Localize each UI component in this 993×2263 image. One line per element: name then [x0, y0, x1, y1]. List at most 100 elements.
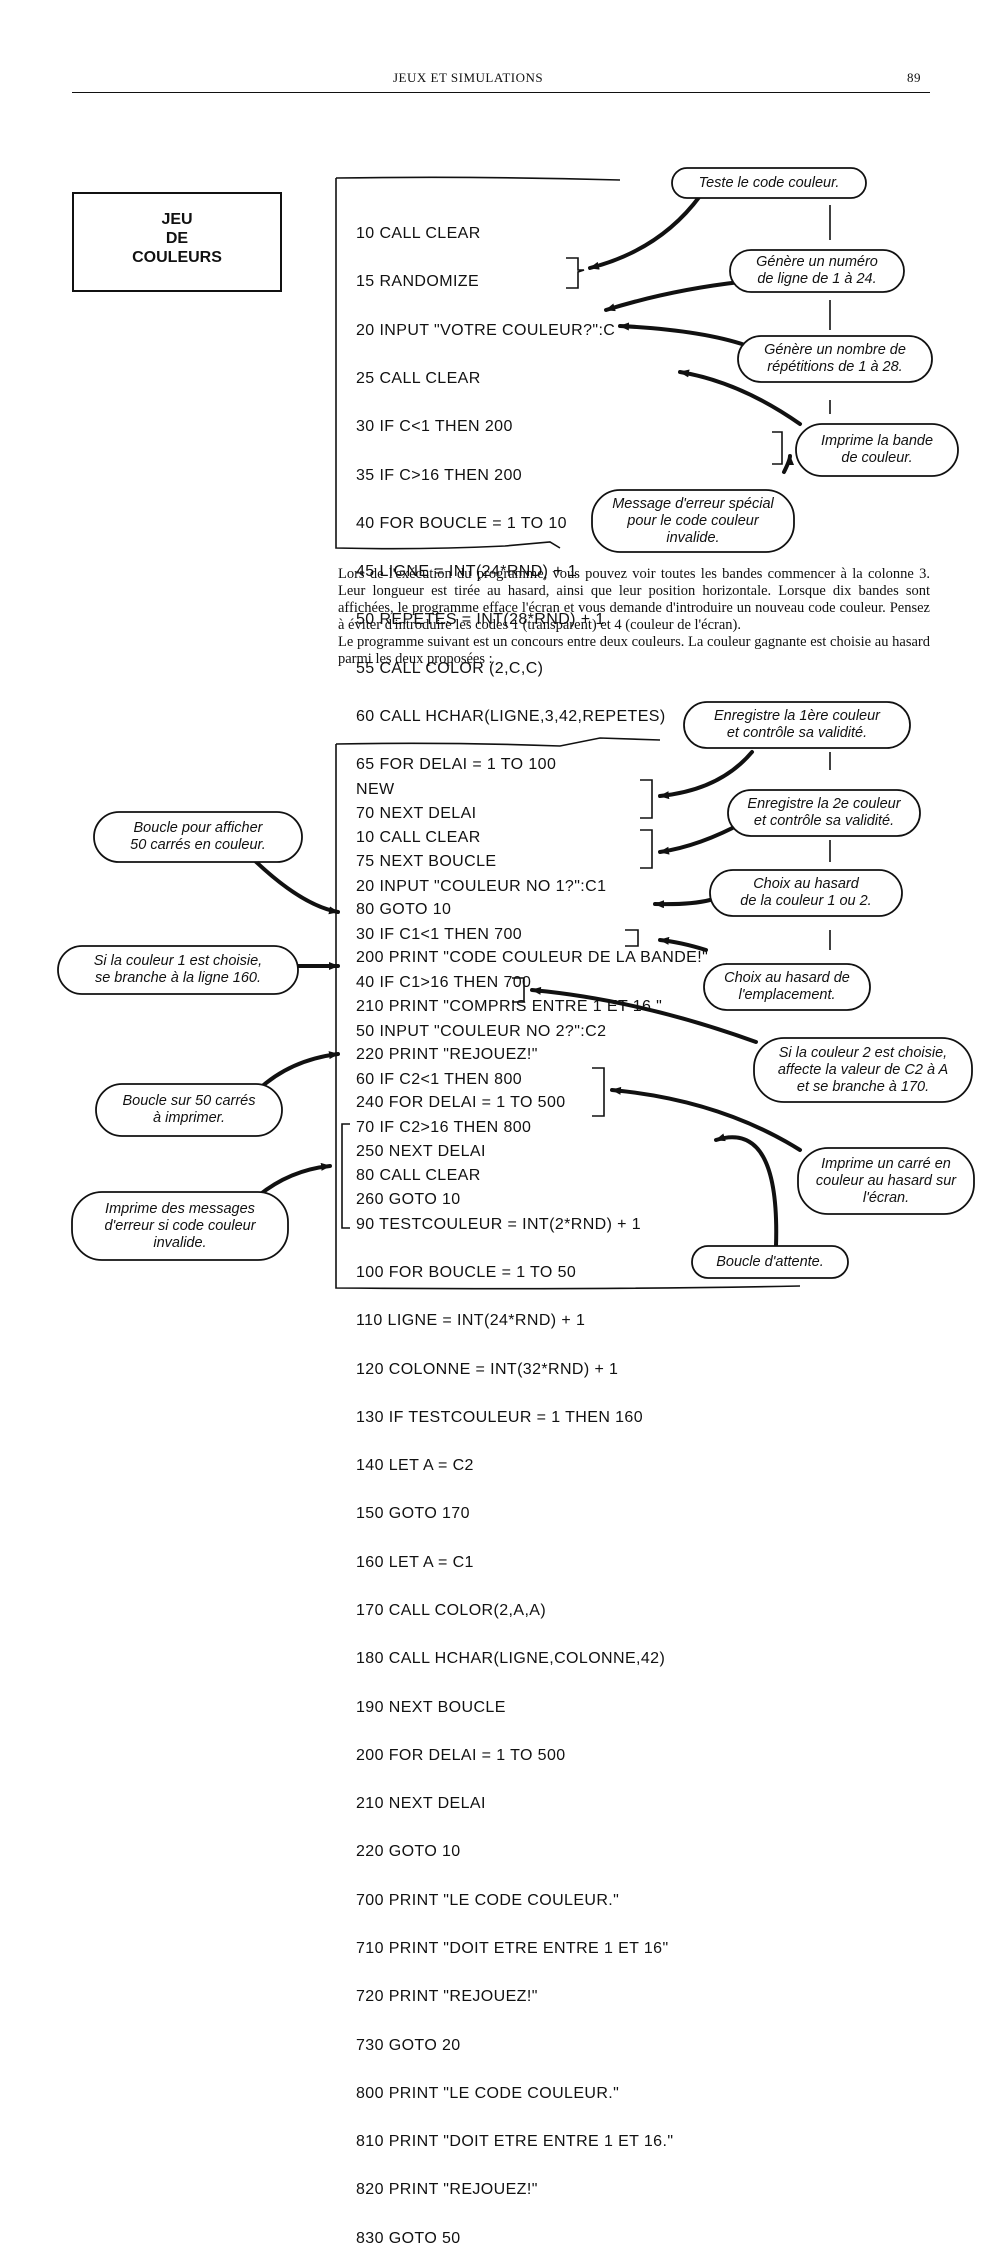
running-header: JEUX ET SIMULATIONS: [393, 70, 544, 85]
code-line: 15 RANDOMIZE: [356, 273, 480, 291]
paragraph: Le programme suivant est un concours ent…: [338, 634, 930, 667]
code-line: 200 FOR DELAI = 1 TO 500: [356, 1746, 566, 1764]
code-line: 25 CALL CLEAR: [356, 370, 481, 388]
annotation-text: Enregistre la 2e couleur: [747, 796, 901, 812]
annotation-text: Imprime la bande: [820, 433, 934, 449]
code-line: 55 CALL COLOR (2,C,C): [356, 659, 544, 677]
program-listing-1: 10 CALL CLEAR 15 RANDOMIZE 20 INPUT "VOT…: [356, 194, 708, 1224]
code-line: 10 CALL CLEAR: [356, 829, 481, 847]
code-line: 120 COLONNE = INT(32*RND) + 1: [356, 1360, 619, 1378]
code-line: 100 FOR BOUCLE = 1 TO 50: [356, 1264, 577, 1281]
code-line: 170 CALL COLOR(2,A,A): [356, 1601, 547, 1619]
code-line: 20 INPUT "COULEUR NO 1?":C1: [356, 877, 607, 895]
annotation-text: l'écran.: [862, 1189, 910, 1206]
code-line: 30 IF C1<1 THEN 700: [356, 926, 523, 944]
code-line: 70 IF C2>16 THEN 800: [356, 1119, 532, 1137]
annotation-text: invalide.: [153, 1234, 207, 1251]
code-line: 210 NEXT DELAI: [356, 1795, 486, 1813]
annotation-text: l'emplacement.: [738, 987, 836, 1003]
title-box: JEU DE COULEURS: [72, 192, 282, 292]
annotation-text: de la couleur 1 ou 2.: [740, 893, 872, 909]
code-line: 80 GOTO 10: [356, 901, 452, 919]
annotation-cloud-couleur-1: Si la couleur 1 est choisie,se branche à…: [56, 944, 300, 996]
code-line: 10 CALL CLEAR: [356, 225, 481, 243]
annotation-text: se branche à la ligne 160.: [94, 970, 262, 986]
code-line: 60 CALL HCHAR(LIGNE,3,42,REPETES): [356, 708, 666, 725]
code-line: 810 PRINT "DOIT ETRE ENTRE 1 ET 16.": [356, 2133, 674, 2151]
code-line: 800 PRINT "LE CODE COULEUR.": [356, 2084, 620, 2102]
annotation-text: Imprime un carré en: [821, 1155, 951, 1172]
code-line: 20 INPUT "VOTRE COULEUR?":C: [356, 321, 616, 339]
code-line: 75 NEXT BOUCLE: [356, 852, 497, 870]
code-line: 60 IF C2<1 THEN 800: [356, 1070, 523, 1088]
annotation-text: pour le code couleur: [627, 512, 759, 529]
code-line: 240 FOR DELAI = 1 TO 500: [356, 1094, 566, 1112]
code-line: 30 IF C<1 THEN 200: [356, 418, 513, 436]
code-line: 50 REPETES = INT(28*RND) + 1: [356, 611, 605, 629]
annotation-text: invalide.: [666, 529, 720, 546]
code-line: 35 IF C>16 THEN 200: [356, 466, 523, 484]
code-line: 200 PRINT "CODE COULEUR DE LA BANDE!": [356, 949, 709, 967]
code-line: 260 GOTO 10: [356, 1190, 461, 1208]
code-line: 130 IF TESTCOULEUR = 1 THEN 160: [356, 1408, 644, 1426]
annotation-text: Teste le code couleur.: [698, 174, 840, 191]
annotation-text: et contrôle sa validité.: [753, 813, 895, 829]
code-line: 250 NEXT DELAI: [356, 1142, 486, 1160]
code-line: 190 NEXT BOUCLE: [356, 1698, 506, 1716]
page-number: 89: [907, 70, 921, 85]
code-line: 40 IF C1>16 THEN 700: [356, 974, 532, 992]
annotation-text: Boucle d'attente.: [716, 1253, 824, 1270]
annotation-text: Si la couleur 1 est choisie,: [93, 953, 263, 969]
annotation-text: Enregistre la 1ère couleur: [713, 708, 881, 724]
code-line: 700 PRINT "LE CODE COULEUR.": [356, 1891, 620, 1909]
code-line: 40 FOR BOUCLE = 1 TO 10: [356, 514, 567, 532]
annotation-text: 50 carrés en couleur.: [130, 837, 266, 853]
annotation-text: et se branche à 170.: [796, 1078, 930, 1095]
code-line: 830 GOTO 50: [356, 2229, 461, 2247]
code-line: 730 GOTO 20: [356, 2036, 461, 2054]
annotation-text: Boucle sur 50 carrés: [122, 1093, 256, 1109]
code-line: 90 TESTCOULEUR = INT(2*RND) + 1: [356, 1215, 642, 1233]
header-rule: [72, 92, 930, 93]
code-line: 65 FOR DELAI = 1 TO 100: [356, 756, 557, 774]
title-line: JEU: [161, 211, 193, 228]
code-line: 50 INPUT "COULEUR NO 2?":C2: [356, 1022, 607, 1040]
annotation-text: couleur au hasard sur: [815, 1172, 957, 1189]
paragraph: Lors de l'exécution du programme, vous p…: [338, 566, 930, 633]
annotation-text: de couleur.: [841, 450, 913, 466]
code-line: 220 PRINT "REJOUEZ!": [356, 1045, 538, 1063]
title-line: DE: [165, 230, 189, 247]
annotation-text: Imprime des messages: [105, 1200, 255, 1217]
program-listing-2: NEW 10 CALL CLEAR 20 INPUT "COULEUR NO 1…: [356, 750, 673, 2263]
code-line: 80 CALL CLEAR: [356, 1167, 481, 1185]
code-line: 210 PRINT "COMPRIS ENTRE 1 ET 16.": [356, 997, 663, 1015]
code-line: 140 LET A = C2: [356, 1457, 474, 1475]
annotation-text: Boucle pour afficher: [133, 820, 263, 836]
code-line: 710 PRINT "DOIT ETRE ENTRE 1 ET 16": [356, 1939, 669, 1957]
annotation-text: d'erreur si code couleur: [104, 1217, 256, 1234]
annotation-text: et contrôle sa validité.: [726, 725, 868, 741]
annotation-cloud-teste: Teste le code couleur.: [670, 166, 868, 200]
code-line: 110 LIGNE = INT(24*RND) + 1: [356, 1312, 586, 1330]
annotation-text: Choix au hasard: [753, 876, 859, 892]
code-line: 160 LET A = C1: [356, 1553, 474, 1571]
annotation-text: répétitions de 1 à 28.: [767, 359, 903, 375]
annotation-cloud-couleur-2: Si la couleur 2 est choisie,affecte la v…: [752, 1036, 974, 1104]
title-line: COULEURS: [132, 249, 222, 266]
code-line: 70 NEXT DELAI: [356, 804, 477, 822]
annotation-text: Génère un nombre de: [764, 342, 906, 358]
annotation-text: Choix au hasard de: [724, 970, 850, 986]
annotation-cloud-boucle-attente: Boucle d'attente.: [690, 1244, 850, 1280]
